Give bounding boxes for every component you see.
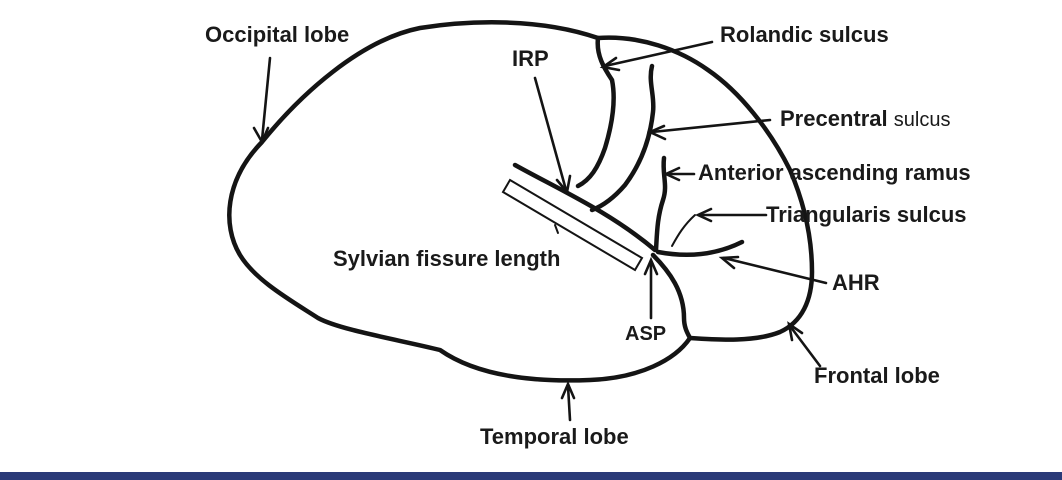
precentral-sulcus-line — [589, 63, 656, 213]
asp-label: ASP — [625, 323, 666, 345]
asp-arrow — [643, 256, 659, 320]
right-margin — [1052, 0, 1062, 472]
rolandic-sulcus-arrow — [599, 40, 714, 72]
sylvian-length-bracket — [501, 178, 644, 272]
sylvian-fissure-line — [512, 162, 658, 253]
irp-arrow — [533, 76, 572, 195]
precentral-bold: Precentral — [780, 106, 888, 131]
triangularis-sulcus-label: Triangularis sulcus — [766, 202, 967, 227]
precentral-small: sulcus — [894, 109, 951, 131]
anterior-ascending-ramus-label: Anterior ascending ramus — [698, 160, 971, 185]
ahr-label: AHR — [832, 270, 880, 295]
footer-bar — [0, 472, 1062, 480]
ahr-line — [655, 239, 745, 258]
anterior-ascending-ramus-line — [653, 155, 668, 253]
rolandic-sulcus-line — [575, 35, 616, 189]
precentral-sulcus-label: Precentral sulcus — [780, 106, 950, 131]
temporal-junction-line — [650, 252, 693, 341]
sylvian-fissure-length-label: Sylvian fissure length — [333, 246, 560, 271]
occipital-lobe-label: Occipital lobe — [205, 22, 349, 47]
triangularis-sulcus-line — [671, 214, 696, 247]
bracket-tick — [554, 224, 559, 234]
anterior-ascending-ramus-arrow — [662, 166, 696, 182]
temporal-lobe-arrow — [560, 380, 576, 422]
triangularis-sulcus-arrow — [694, 207, 768, 223]
frontal-lobe-label: Frontal lobe — [814, 363, 940, 388]
temporal-lobe-label: Temporal lobe — [480, 424, 629, 449]
brain-outline — [227, 20, 815, 383]
precentral-sulcus-arrow — [646, 118, 772, 141]
rolandic-sulcus-label: Rolandic sulcus — [720, 22, 889, 47]
irp-label: IRP — [512, 46, 549, 71]
frontal-lobe-arrow — [787, 321, 822, 368]
occipital-lobe-arrow — [252, 56, 272, 145]
ahr-arrow — [718, 255, 828, 285]
